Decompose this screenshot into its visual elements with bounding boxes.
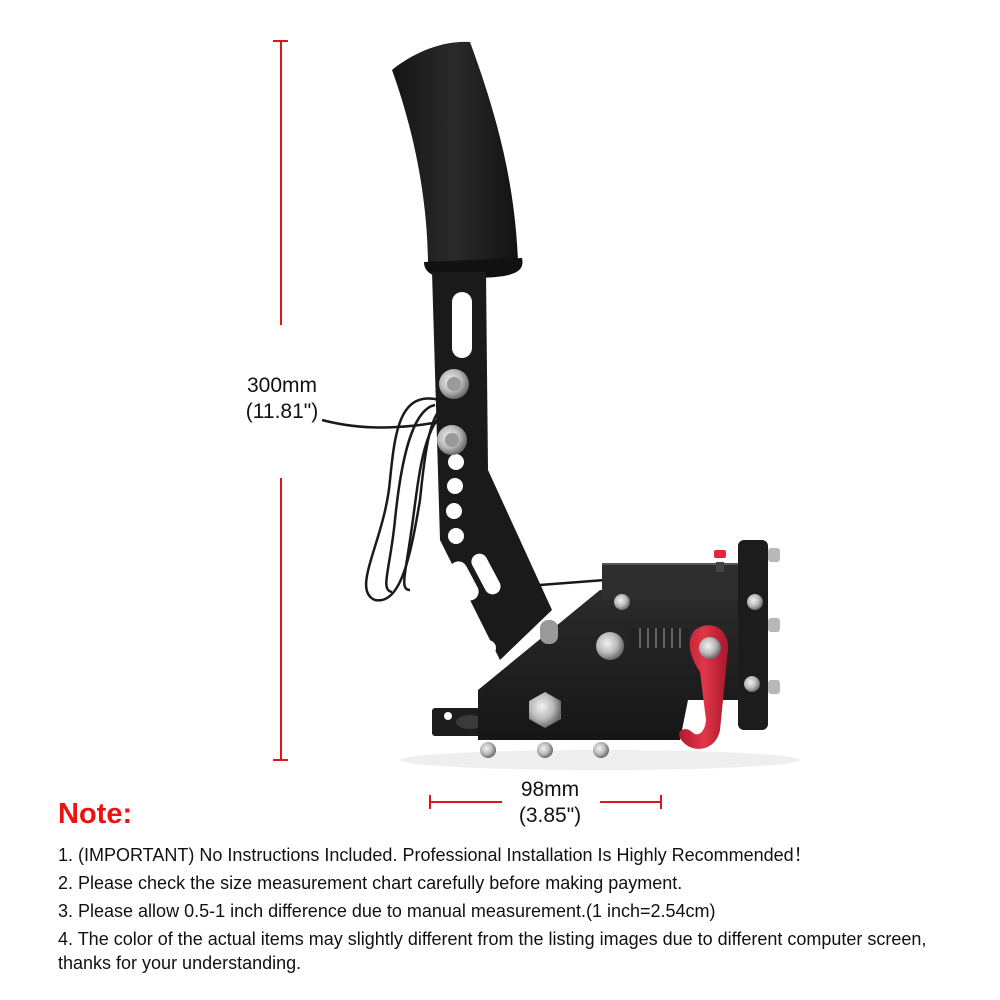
handbrake-product-image [321, 41, 800, 770]
red-hook [679, 625, 729, 749]
note-title: Note: [58, 798, 133, 830]
lever-arm [432, 272, 552, 660]
usb-cable [321, 397, 606, 602]
note-item-4: 4. The color of the actual items may sli… [58, 929, 927, 973]
height-dim-label: 300mm (11.81") [232, 374, 332, 424]
height-metric: 300mm [246, 374, 318, 397]
height-imperial: (11.81") [245, 400, 319, 423]
housing [478, 540, 780, 758]
width-imperial: (3.85") [518, 804, 582, 827]
height-dim-lower-line [280, 478, 282, 760]
foam-grip [392, 41, 523, 279]
note-item-3: 3. Please allow 0.5-1 inch difference du… [58, 901, 716, 921]
width-dim-right-line [600, 801, 662, 803]
width-metric: 98mm [520, 778, 580, 801]
height-dim-upper-line [280, 40, 282, 325]
note-list: 1. (IMPORTANT) No Instructions Included.… [58, 843, 968, 979]
height-dim-bottom-cap [273, 759, 288, 761]
width-dim-label: 98mm (3.85") [500, 778, 600, 828]
note-item-1: 1. (IMPORTANT) No Instructions Included.… [58, 845, 812, 865]
width-dim-left-line [429, 801, 502, 803]
width-dim-right-cap [660, 795, 662, 809]
note-item-2: 2. Please check the size measurement cha… [58, 873, 683, 893]
